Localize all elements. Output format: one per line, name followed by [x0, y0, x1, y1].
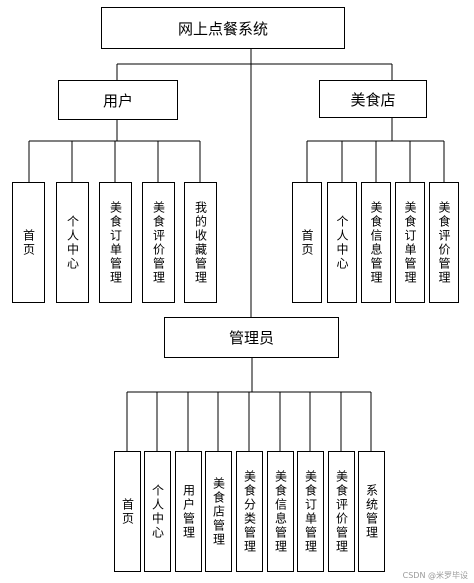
admin-child-orders: 美食订单管理 [297, 451, 324, 572]
shop-child-orders: 美食订单管理 [395, 182, 425, 303]
admin-child-reviews: 美食评价管理 [328, 451, 355, 572]
shop-child-home: 首页 [292, 182, 322, 303]
shop-label: 美食店 [350, 90, 396, 109]
admin-child-food-info: 美食信息管理 [267, 451, 294, 572]
user-child-reviews: 美食评价管理 [142, 182, 175, 303]
shop-node: 美食店 [319, 80, 427, 118]
user-child-orders: 美食订单管理 [99, 182, 132, 303]
admin-node: 管理员 [164, 317, 339, 358]
user-child-home: 首页 [12, 182, 45, 303]
admin-label: 管理员 [228, 329, 274, 347]
user-node: 用户 [58, 80, 178, 120]
admin-child-profile: 个人中心 [144, 451, 171, 572]
shop-child-reviews: 美食评价管理 [429, 182, 459, 303]
admin-child-system: 系统管理 [358, 451, 385, 572]
admin-child-home: 首页 [114, 451, 141, 572]
shop-child-profile: 个人中心 [327, 182, 357, 303]
admin-child-shops: 美食店管理 [205, 451, 232, 572]
shop-child-food-info: 美食信息管理 [361, 182, 391, 303]
admin-child-users: 用户管理 [175, 451, 202, 572]
user-label: 用户 [102, 91, 133, 110]
user-child-favorites: 我的收藏管理 [184, 182, 217, 303]
root-label: 网上点餐系统 [177, 19, 268, 38]
root-node: 网上点餐系统 [101, 7, 345, 49]
admin-child-categories: 美食分类管理 [236, 451, 263, 572]
user-child-profile: 个人中心 [56, 182, 89, 303]
watermark: CSDN @米罗毕设 [402, 571, 468, 580]
